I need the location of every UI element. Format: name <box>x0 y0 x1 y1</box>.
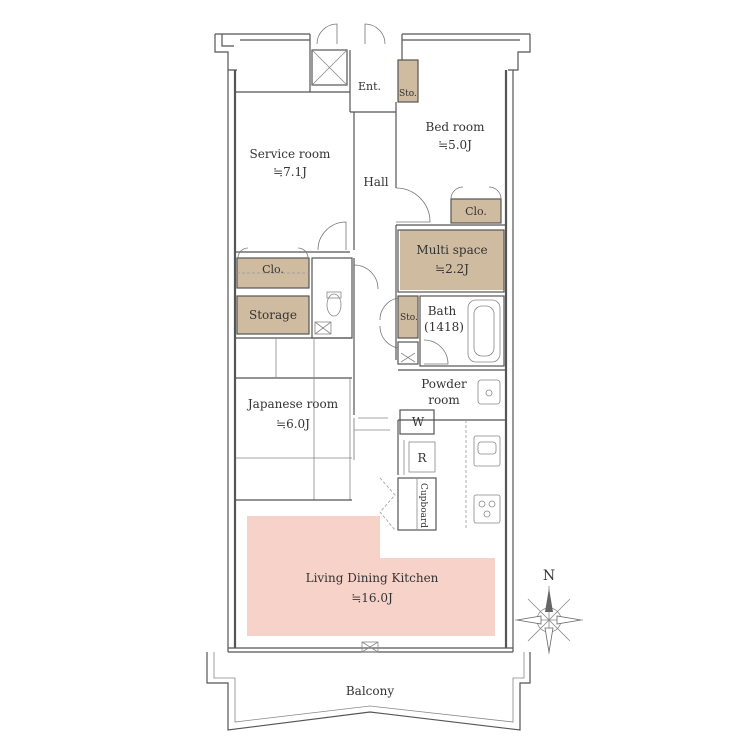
bath-size: (1418) <box>424 320 464 334</box>
compass-rose: N <box>515 568 583 654</box>
storage-entrance-label: Sto. <box>399 89 417 99</box>
powder-room-line1: Powder <box>421 377 467 391</box>
hall-label: Hall <box>363 175 388 189</box>
multi-space-area <box>400 230 504 290</box>
japanese-room-name: Japanese room <box>246 397 339 411</box>
interior-walls <box>236 102 506 531</box>
bedroom-name: Bed room <box>426 120 486 134</box>
storage-entrance-area <box>398 60 418 102</box>
balcony-outline <box>206 652 531 731</box>
compass-north-label: N <box>543 568 555 584</box>
closet-bedroom-area <box>451 199 501 223</box>
ldk-size: ≒16.0J <box>351 591 393 605</box>
cupboard-label: Cupboard <box>418 483 428 528</box>
closet-service-label: Clo. <box>262 263 284 276</box>
storage-area <box>237 296 309 334</box>
storage-label: Storage <box>249 308 297 322</box>
multi-space-name: Multi space <box>416 243 487 257</box>
entrance-block <box>236 23 419 113</box>
ldk-name: Living Dining Kitchen <box>306 571 439 585</box>
closet-bedroom-label: Clo. <box>465 205 487 218</box>
bedroom-size: ≒5.0J <box>438 138 472 152</box>
service-room-name: Service room <box>250 147 331 161</box>
washer-label: W <box>412 415 425 429</box>
bedroom-doors <box>237 186 502 259</box>
storage-bath-label: Sto. <box>400 313 418 323</box>
service-room-size: ≒7.1J <box>273 165 307 179</box>
bath-name: Bath <box>428 304 457 318</box>
refrigerator-label: R <box>417 451 427 465</box>
powder-room-line2: room <box>428 393 460 407</box>
outer-walls <box>214 33 531 653</box>
japanese-room-size: ≒6.0J <box>276 417 310 431</box>
multi-space-size: ≒2.2J <box>435 262 469 276</box>
storage-bath-area <box>398 296 418 338</box>
entrance-label: Ent. <box>358 80 381 93</box>
ldk-cutout <box>380 516 496 558</box>
balcony-label: Balcony <box>346 684 394 698</box>
